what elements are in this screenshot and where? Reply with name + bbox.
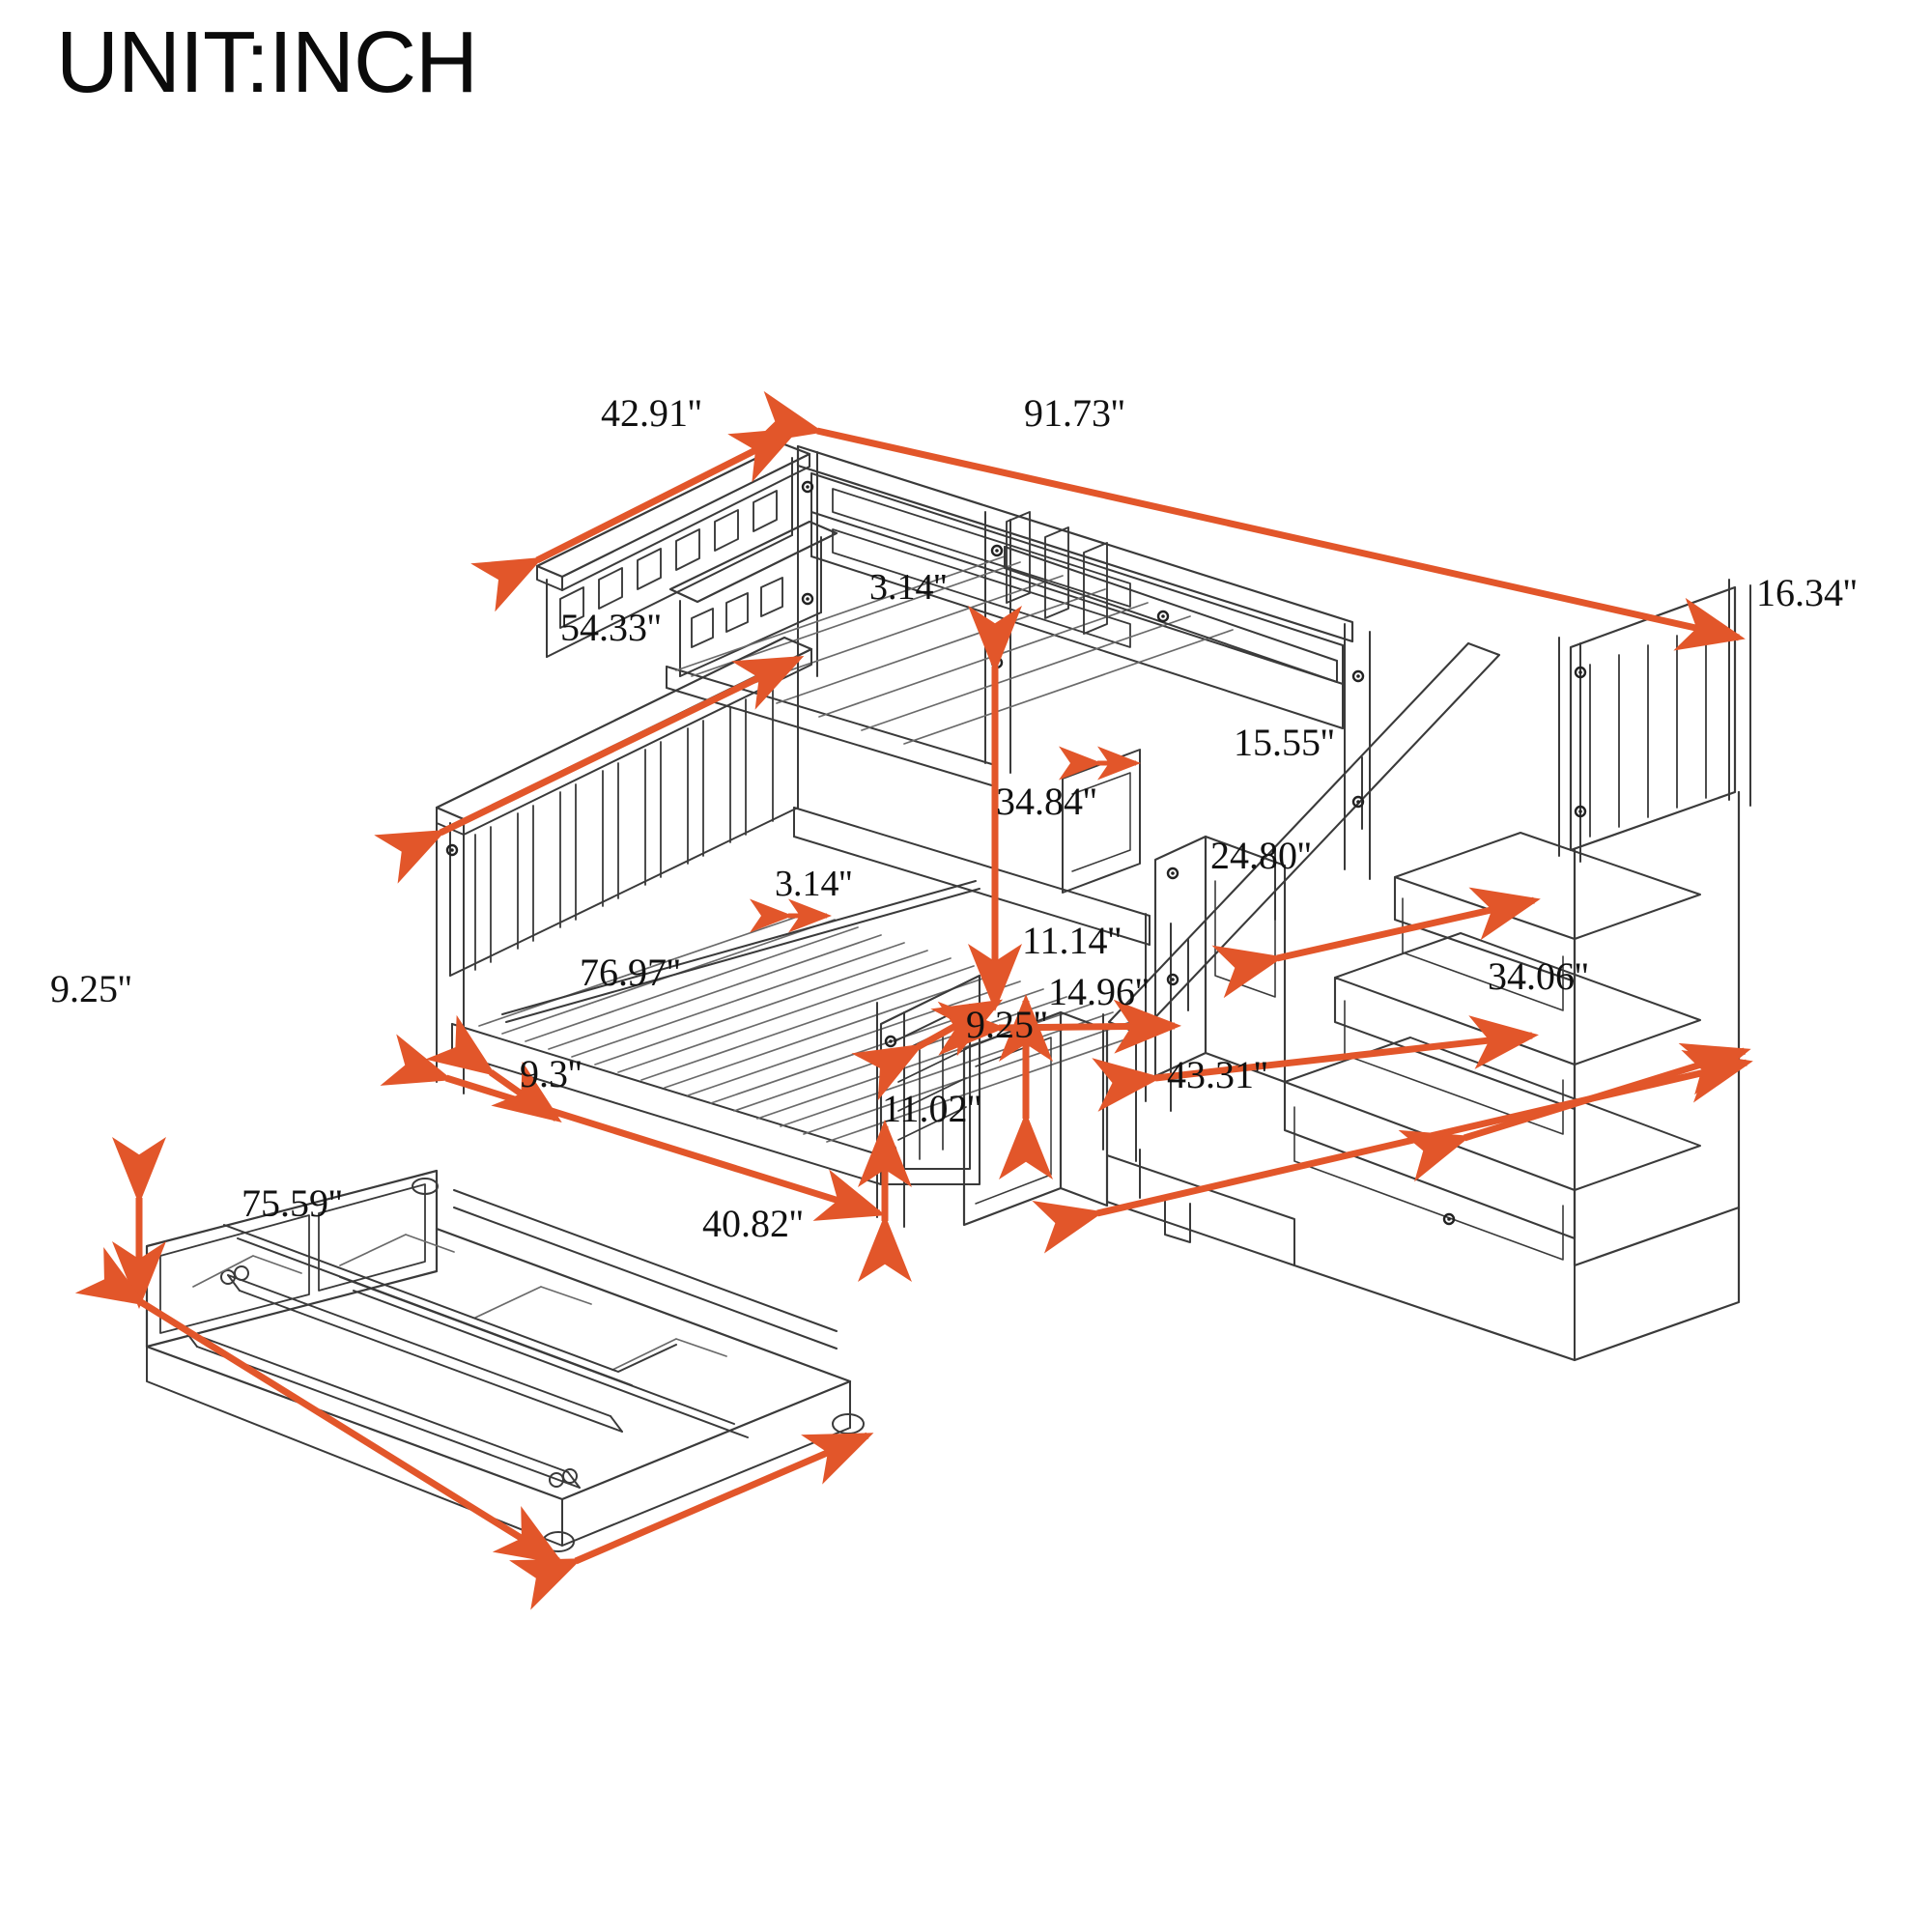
dim-arrow-trundle-width — [509, 1432, 874, 1610]
dim-arrow-trundle-slat — [425, 1014, 562, 1123]
dim-label-lower-bunk-floor-height: 11.14'' — [1022, 919, 1122, 962]
dim-label-bunk-clearance-height: 34.84'' — [996, 780, 1097, 823]
page-title: UNIT:INCH — [56, 14, 478, 111]
dim-label-trundle-drawer-height: 9.25'' — [50, 967, 132, 1010]
dim-arrow-trundle-length — [74, 1246, 564, 1565]
dim-label-trundle-clearance: 11.02'' — [882, 1087, 981, 1130]
dim-label-upper-slat-gap: 3.14'' — [869, 567, 948, 608]
dim-label-stair-base-offset: 9.25'' — [966, 1003, 1048, 1046]
dim-arrow-overall-length — [752, 390, 1746, 651]
dim-label-stair-second-tread: 24.80'' — [1210, 834, 1312, 877]
dim-label-overall-length: 91.73'' — [1024, 391, 1125, 435]
dim-arrow-stair-tread-depth — [1211, 887, 1541, 999]
dim-label-upper-guardrail-height: 16.34'' — [1756, 571, 1858, 614]
dim-label-upper-bunk-width: 42.91'' — [601, 391, 702, 435]
dim-arrow-stair-riser-offset — [937, 999, 1181, 1056]
dim-label-trundle-width: 40.82'' — [702, 1202, 804, 1245]
dim-label-trundle-length: 75.59'' — [242, 1181, 343, 1225]
dim-arrow-upper-bunk-width — [470, 427, 801, 612]
dim-label-lower-slat-gap: 3.14'' — [775, 864, 853, 904]
dim-arrow-stair-base-width — [1032, 1049, 1753, 1254]
dim-label-stair-box-depth: 34.06'' — [1488, 954, 1589, 998]
dim-label-lower-bed-length: 76.97'' — [580, 951, 681, 994]
dim-label-stair-tread-depth: 15.55'' — [1234, 721, 1335, 764]
upper-bunk-assembly — [535, 442, 1371, 880]
dim-arrow-stair-base-offset — [851, 999, 1004, 1101]
dim-label-stair-base-width: 43.31'' — [1167, 1053, 1268, 1096]
dim-label-trundle-slat-spacing: 9.3'' — [520, 1052, 582, 1095]
dimension-arrows-small — [750, 746, 1141, 933]
dimension-arrows — [74, 390, 1753, 1610]
dimension-extension-lines — [993, 653, 1138, 1039]
dim-arrow-lower-bunk-width — [374, 655, 805, 884]
dim-label-lower-bunk-width: 54.33'' — [560, 606, 662, 649]
dim-label-stair-riser-offset: 14.96'' — [1048, 970, 1150, 1013]
